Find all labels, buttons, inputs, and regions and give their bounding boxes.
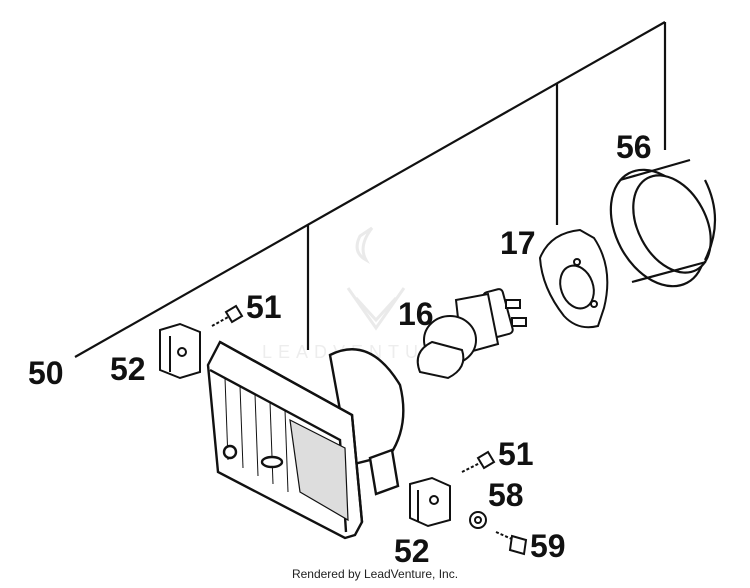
label-assembly: 50 xyxy=(28,355,64,391)
label-bulb: 16 xyxy=(398,296,434,332)
label-washer: 58 xyxy=(488,477,524,513)
label-retainer: 17 xyxy=(500,225,536,261)
washer xyxy=(469,511,487,529)
assembly-leader-lines xyxy=(74,21,667,358)
dust-cover xyxy=(609,158,717,288)
halogen-bulb xyxy=(416,288,527,380)
label-screw-top: 51 xyxy=(246,289,282,325)
bracket-bottom xyxy=(409,476,451,528)
label-bolt: 59 xyxy=(530,528,566,564)
retainer-ring xyxy=(538,228,609,329)
bolt xyxy=(495,531,528,556)
label-screw-bottom: 51 xyxy=(498,436,534,472)
screw-top xyxy=(211,304,244,327)
screw-bottom xyxy=(461,450,496,473)
footer-credit: Rendered by LeadVenture, Inc. xyxy=(291,567,459,581)
label-bracket-bottom: 52 xyxy=(394,533,430,569)
headlight-housing xyxy=(206,340,405,540)
label-dust-cover: 56 xyxy=(616,129,652,165)
bracket-left xyxy=(159,322,201,380)
label-bracket-left: 52 xyxy=(110,351,146,387)
